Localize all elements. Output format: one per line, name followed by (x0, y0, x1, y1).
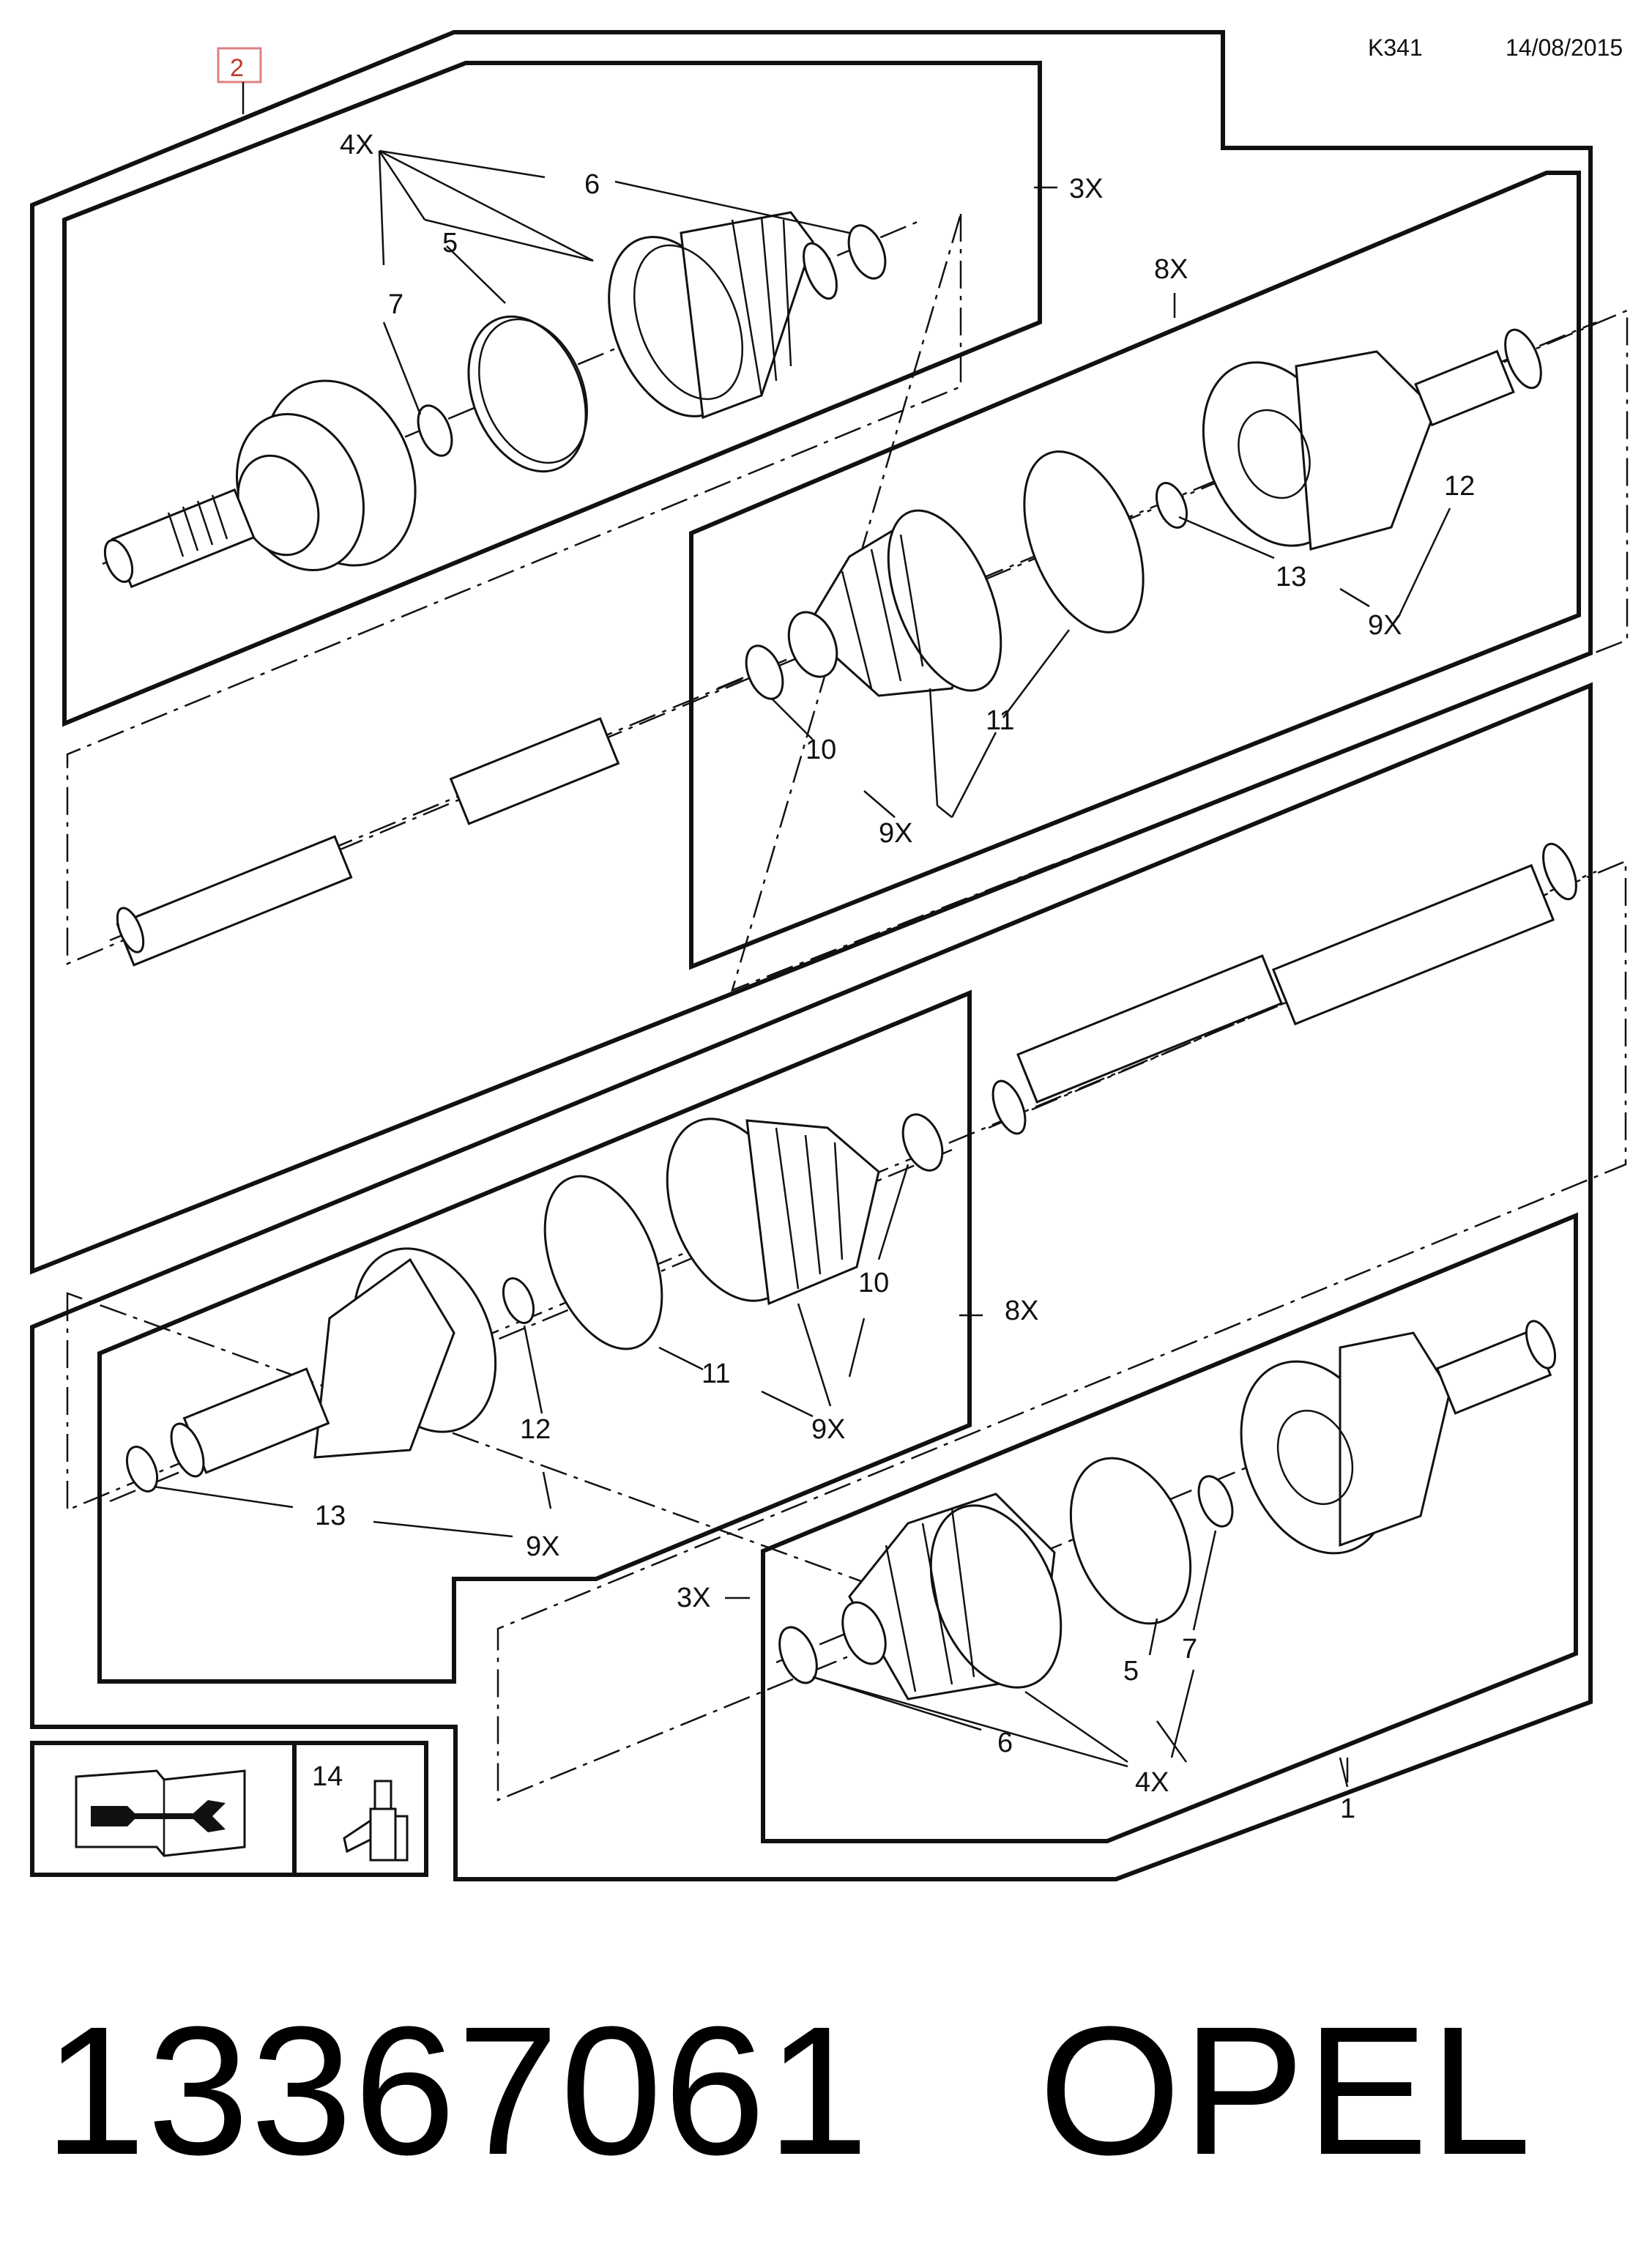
small-clamp-10-top (745, 644, 784, 700)
callout-bottom-5: 5 (1123, 1656, 1139, 1687)
leader-lines (153, 149, 1451, 1788)
callout-right-8x: 8X (1154, 254, 1188, 285)
diagram-code: K341 (1368, 34, 1423, 61)
boot-6-bottom (841, 1493, 1063, 1700)
grease-box (292, 1741, 428, 1877)
clamp-band-11-top (1023, 450, 1145, 633)
circlip-13-middle (125, 1446, 159, 1493)
grease-tube-icon (343, 1780, 409, 1862)
boot-6-top (608, 211, 838, 420)
callout-bottom-1: 1 (1340, 1793, 1355, 1824)
callout-top-4x: 4X (340, 130, 373, 160)
assembly-1-frame (30, 682, 1593, 1881)
callout-middle-13: 13 (315, 1501, 346, 1531)
boot-11-top (787, 509, 1002, 697)
kit-box-middle-left (97, 989, 972, 1684)
circlip-7-top (417, 404, 453, 457)
outer-cv-joint-bottom (1240, 1320, 1557, 1555)
callout-top-3x: 3X (1069, 174, 1103, 204)
callout-middle-12: 12 (520, 1414, 551, 1445)
part-number: 13367061 (44, 1988, 871, 2193)
tripod-housing-top (1202, 328, 1542, 551)
clamp-band-5-bottom (1069, 1457, 1192, 1625)
circlip-12-top (1155, 482, 1188, 529)
callout-bottom-3x: 3X (677, 1583, 710, 1613)
kit-box-top-right (689, 171, 1581, 970)
callout-right-9x-b: 9X (879, 818, 912, 849)
callout-right-11: 11 (986, 705, 1014, 736)
callout-right-10: 10 (805, 735, 836, 765)
exploded-driveshaft-diagram: K341 14/08/2015 2 (30, 30, 1629, 1881)
assembly-2-frame (30, 30, 1593, 1275)
boot-11-middle (666, 1118, 880, 1306)
callout-middle-10: 10 (858, 1268, 889, 1298)
kit-box-bottom-right (761, 1212, 1578, 1843)
callout-kit-14: 14 (312, 1761, 343, 1792)
tripod-housing-middle (170, 1247, 497, 1478)
clamp-band-11-middle (543, 1175, 663, 1350)
manual-wrench-icon (75, 1769, 246, 1857)
callout-middle-8x: 8X (1005, 1296, 1038, 1326)
callout-top-7: 7 (388, 289, 403, 320)
callout-middle-11: 11 (702, 1358, 730, 1389)
outer-cv-joint-top (103, 379, 417, 589)
long-shaft-middle (991, 842, 1577, 1135)
kit-box-top-left (62, 61, 1042, 727)
callout-right-13: 13 (1276, 562, 1306, 592)
intermediate-shaft-top (116, 717, 620, 967)
callout-middle-9x-b: 9X (526, 1531, 559, 1562)
callout-top-6: 6 (584, 169, 600, 200)
ref-box (217, 47, 262, 83)
callout-middle-9x-a: 9X (811, 1414, 845, 1445)
brand-name: OPEL (1038, 1988, 1533, 2193)
small-clamp-6-bottom (778, 1626, 818, 1684)
circlip-7-bottom (1197, 1475, 1234, 1528)
ref-box-number: 2 (230, 54, 244, 82)
circlip-12-middle (502, 1277, 535, 1324)
callout-right-12: 12 (1444, 471, 1475, 502)
callout-bottom-7: 7 (1182, 1634, 1197, 1665)
callout-bottom-4x: 4X (1135, 1767, 1169, 1798)
small-clamp-10-middle (901, 1113, 944, 1172)
callout-bottom-6: 6 (997, 1728, 1013, 1758)
small-clamp-6-top (847, 224, 887, 280)
callout-right-9x-a: 9X (1368, 610, 1402, 641)
callout-top-5: 5 (442, 228, 458, 259)
clamp-band-5-top (467, 315, 588, 473)
diagram-date: 14/08/2015 (1506, 34, 1623, 61)
